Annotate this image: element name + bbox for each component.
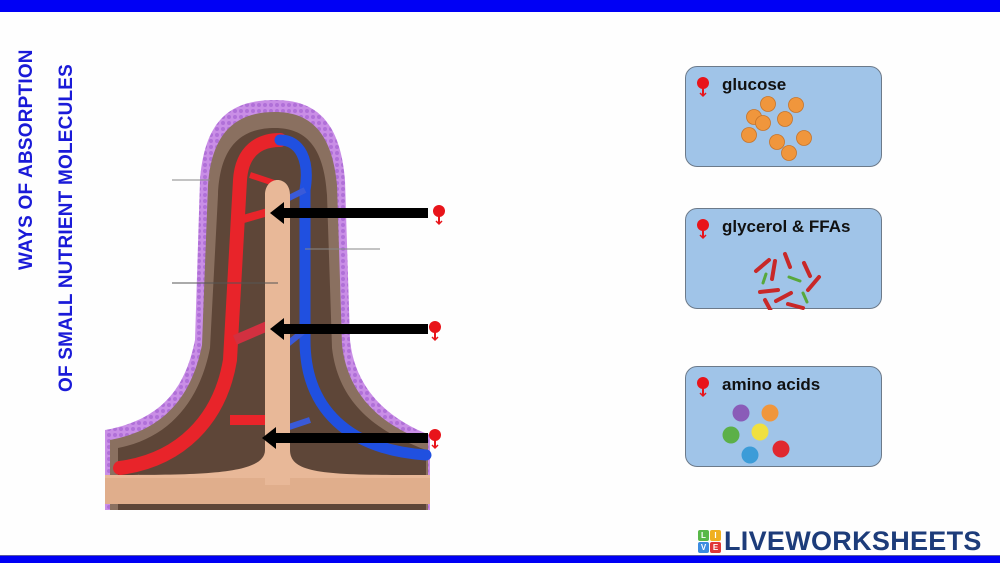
arrow-3 — [262, 427, 428, 449]
card-label: glycerol & FFAs — [722, 217, 851, 236]
drop-target-2[interactable] — [428, 320, 442, 342]
card-glycerol-ffas[interactable]: glycerol & FFAs — [685, 208, 882, 310]
glucose-molecules-icon — [741, 96, 812, 161]
card-glucose[interactable]: glucose — [685, 66, 882, 167]
pin-icon — [697, 219, 709, 240]
logo-blocks-icon: L I V E — [698, 529, 721, 553]
drop-target-3[interactable] — [428, 428, 442, 450]
logo-text: LIVEWORKSHEETS — [724, 526, 982, 556]
arrow-1 — [270, 202, 428, 224]
drop-target-1[interactable] — [432, 204, 446, 226]
amino-acid-molecules-icon — [722, 404, 790, 464]
card-label: glucose — [722, 75, 787, 94]
villus-diagram — [105, 100, 432, 510]
arrow-2 — [270, 318, 428, 340]
card-label: amino acids — [722, 375, 821, 394]
card-amino-acids[interactable]: amino acids — [685, 366, 882, 467]
pin-icon — [697, 377, 709, 398]
pin-icon — [697, 77, 709, 98]
lipid-molecules-icon — [754, 252, 821, 310]
liveworksheets-logo[interactable]: L I V E LIVEWORKSHEETS — [698, 526, 982, 556]
title-line-1: WAYS OF ABSORPTION — [16, 49, 37, 270]
top-bar — [0, 0, 1000, 12]
bottom-bar — [0, 555, 1000, 563]
title-line-2: OF SMALL NUTRIENT MOLECULES — [56, 63, 77, 392]
